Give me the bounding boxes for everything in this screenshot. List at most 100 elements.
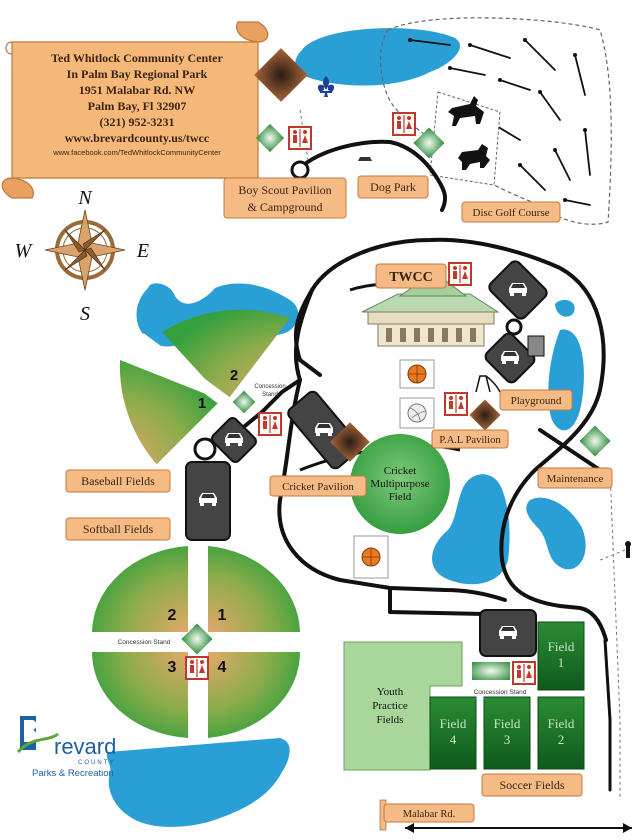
info-website[interactable]: www.brevardcounty.us/twcc bbox=[65, 131, 210, 145]
youth-label-3: Fields bbox=[377, 714, 404, 726]
info-park: In Palm Bay Regional Park bbox=[67, 67, 208, 81]
concession-stand-icon bbox=[232, 390, 256, 414]
road-west-2 bbox=[277, 378, 507, 602]
logo-county: COUNTY bbox=[78, 760, 115, 766]
baseball-field-2 bbox=[162, 309, 290, 402]
pond-north bbox=[295, 28, 460, 86]
compass-west: W bbox=[15, 240, 34, 262]
youth-label-1: Youth bbox=[377, 686, 404, 698]
disc-golf-area bbox=[379, 17, 612, 225]
info-scroll: Ted Whitlock Community Center In Palm Ba… bbox=[1, 21, 269, 199]
roads bbox=[210, 139, 612, 792]
svg-text:Playground: Playground bbox=[511, 395, 562, 407]
pond-playground-east bbox=[548, 329, 584, 431]
restroom-icon bbox=[185, 656, 209, 680]
label-baseball[interactable]: Baseball Fields bbox=[65, 469, 171, 493]
parking-icon bbox=[356, 156, 374, 169]
restroom-icon bbox=[444, 392, 468, 416]
fleur-de-lis-icon bbox=[317, 76, 335, 97]
malabar-road bbox=[379, 799, 632, 833]
cul-de-sac bbox=[290, 160, 310, 180]
label-playground[interactable]: Playground bbox=[499, 389, 573, 411]
label-cricket-pavilion[interactable]: Cricket Pavilion bbox=[269, 475, 367, 497]
parking-lot-baseball bbox=[211, 417, 257, 463]
baseball-fields: 1 2 Concession Stand bbox=[119, 309, 290, 472]
svg-text:Field: Field bbox=[494, 716, 521, 731]
cricket-field-label-1: Cricket bbox=[384, 465, 416, 477]
road-west bbox=[210, 288, 314, 442]
pond-center bbox=[432, 474, 510, 585]
softball-field-4 bbox=[208, 652, 301, 738]
softball-field-3 bbox=[91, 652, 188, 738]
soccer-field-1: Field 1 bbox=[537, 621, 585, 691]
svg-text:Dog Park: Dog Park bbox=[370, 180, 416, 194]
label-malabar-road[interactable]: Malabar Rd. bbox=[383, 803, 475, 823]
parking-lot-playground bbox=[484, 332, 536, 384]
disc-golf-fairways bbox=[409, 39, 591, 206]
label-maintenance[interactable]: Maintenance bbox=[537, 467, 613, 489]
label-pal-pavilion[interactable]: P.A.L Pavilion bbox=[431, 429, 509, 449]
road-north bbox=[298, 139, 448, 212]
pal-pavilion-icon bbox=[469, 399, 501, 431]
parking-lot-soccer bbox=[479, 609, 537, 657]
location-labels: Boy Scout Pavilion & Campground Dog Park… bbox=[65, 175, 613, 823]
logo-sub: Parks & Recreation bbox=[32, 768, 114, 779]
concession-label-1: Concession bbox=[254, 384, 285, 390]
compass-north: N bbox=[77, 187, 93, 209]
label-softball[interactable]: Softball Fields bbox=[65, 517, 171, 541]
dog-icon bbox=[448, 96, 484, 126]
svg-text:Field: Field bbox=[548, 716, 575, 731]
soccer-field-4: Field 4 bbox=[429, 696, 477, 770]
basketball-court bbox=[399, 359, 435, 389]
svg-text:4: 4 bbox=[450, 732, 457, 747]
label-dog-park[interactable]: Dog Park bbox=[357, 175, 429, 199]
youth-label-2: Practice bbox=[372, 700, 408, 712]
svg-text:3: 3 bbox=[504, 732, 511, 747]
svg-text:Field: Field bbox=[548, 639, 575, 654]
svg-text:Softball Fields: Softball Fields bbox=[83, 522, 154, 536]
terrier-icon bbox=[458, 144, 490, 170]
svg-text:Soccer Fields: Soccer Fields bbox=[500, 778, 565, 792]
baseball-field-2-label: 2 bbox=[230, 367, 238, 384]
parking-lot-twcc bbox=[488, 260, 548, 320]
baseball-field-1-label: 1 bbox=[198, 395, 206, 412]
soccer-field-3: Field 3 bbox=[483, 696, 531, 770]
softball-field-3-label: 3 bbox=[168, 659, 177, 676]
soccer-concession-icon bbox=[472, 662, 510, 680]
info-name: Ted Whitlock Community Center bbox=[51, 51, 223, 65]
label-soccer[interactable]: Soccer Fields bbox=[481, 773, 583, 797]
label-boy-scout[interactable]: Boy Scout Pavilion & Campground bbox=[223, 177, 347, 219]
maintenance-icon bbox=[579, 425, 611, 457]
svg-text:1: 1 bbox=[558, 655, 565, 670]
info-city: Palm Bay, Fl 32907 bbox=[88, 99, 187, 113]
brevard-logo: revard COUNTY Parks & Recreation bbox=[16, 716, 116, 779]
cricket-field-label-2: Multipurpose bbox=[370, 478, 429, 490]
info-street: 1951 Malabar Rd. NW bbox=[79, 83, 195, 97]
dog-park bbox=[429, 91, 501, 186]
svg-text:P.A.L Pavilion: P.A.L Pavilion bbox=[439, 435, 501, 446]
basketball-court-south bbox=[353, 535, 389, 579]
road-south bbox=[603, 638, 612, 792]
info-facebook[interactable]: www.facebook.com/TedWhitlockCommunityCen… bbox=[52, 148, 221, 157]
svg-text:Baseball Fields: Baseball Fields bbox=[81, 474, 155, 488]
svg-text:Field: Field bbox=[440, 716, 467, 731]
restroom-icon bbox=[392, 112, 416, 136]
label-disc-golf[interactable]: Disc Golf Course bbox=[461, 201, 561, 223]
softball-field-2 bbox=[92, 546, 188, 632]
dog-shelter-icon bbox=[413, 127, 445, 159]
svg-text:Cricket Pavilion: Cricket Pavilion bbox=[282, 481, 354, 493]
boat-ramp-icon bbox=[625, 541, 631, 558]
svg-text:TWCC: TWCC bbox=[389, 270, 433, 285]
lake-south bbox=[106, 738, 290, 827]
softball-field-1-label: 1 bbox=[218, 607, 227, 624]
info-phone: (321) 952-3231 bbox=[100, 115, 175, 129]
soccer-concession-label: Concession Stand bbox=[474, 689, 527, 696]
label-twcc[interactable]: TWCC bbox=[375, 263, 447, 289]
baseball-field-1 bbox=[119, 360, 226, 468]
restroom-icon bbox=[258, 412, 282, 436]
cricket-field: Cricket Multipurpose Field bbox=[330, 422, 450, 534]
softball-field-2-label: 2 bbox=[168, 607, 177, 624]
softball-field-1 bbox=[208, 546, 300, 632]
parking-lot-softball bbox=[185, 461, 231, 541]
